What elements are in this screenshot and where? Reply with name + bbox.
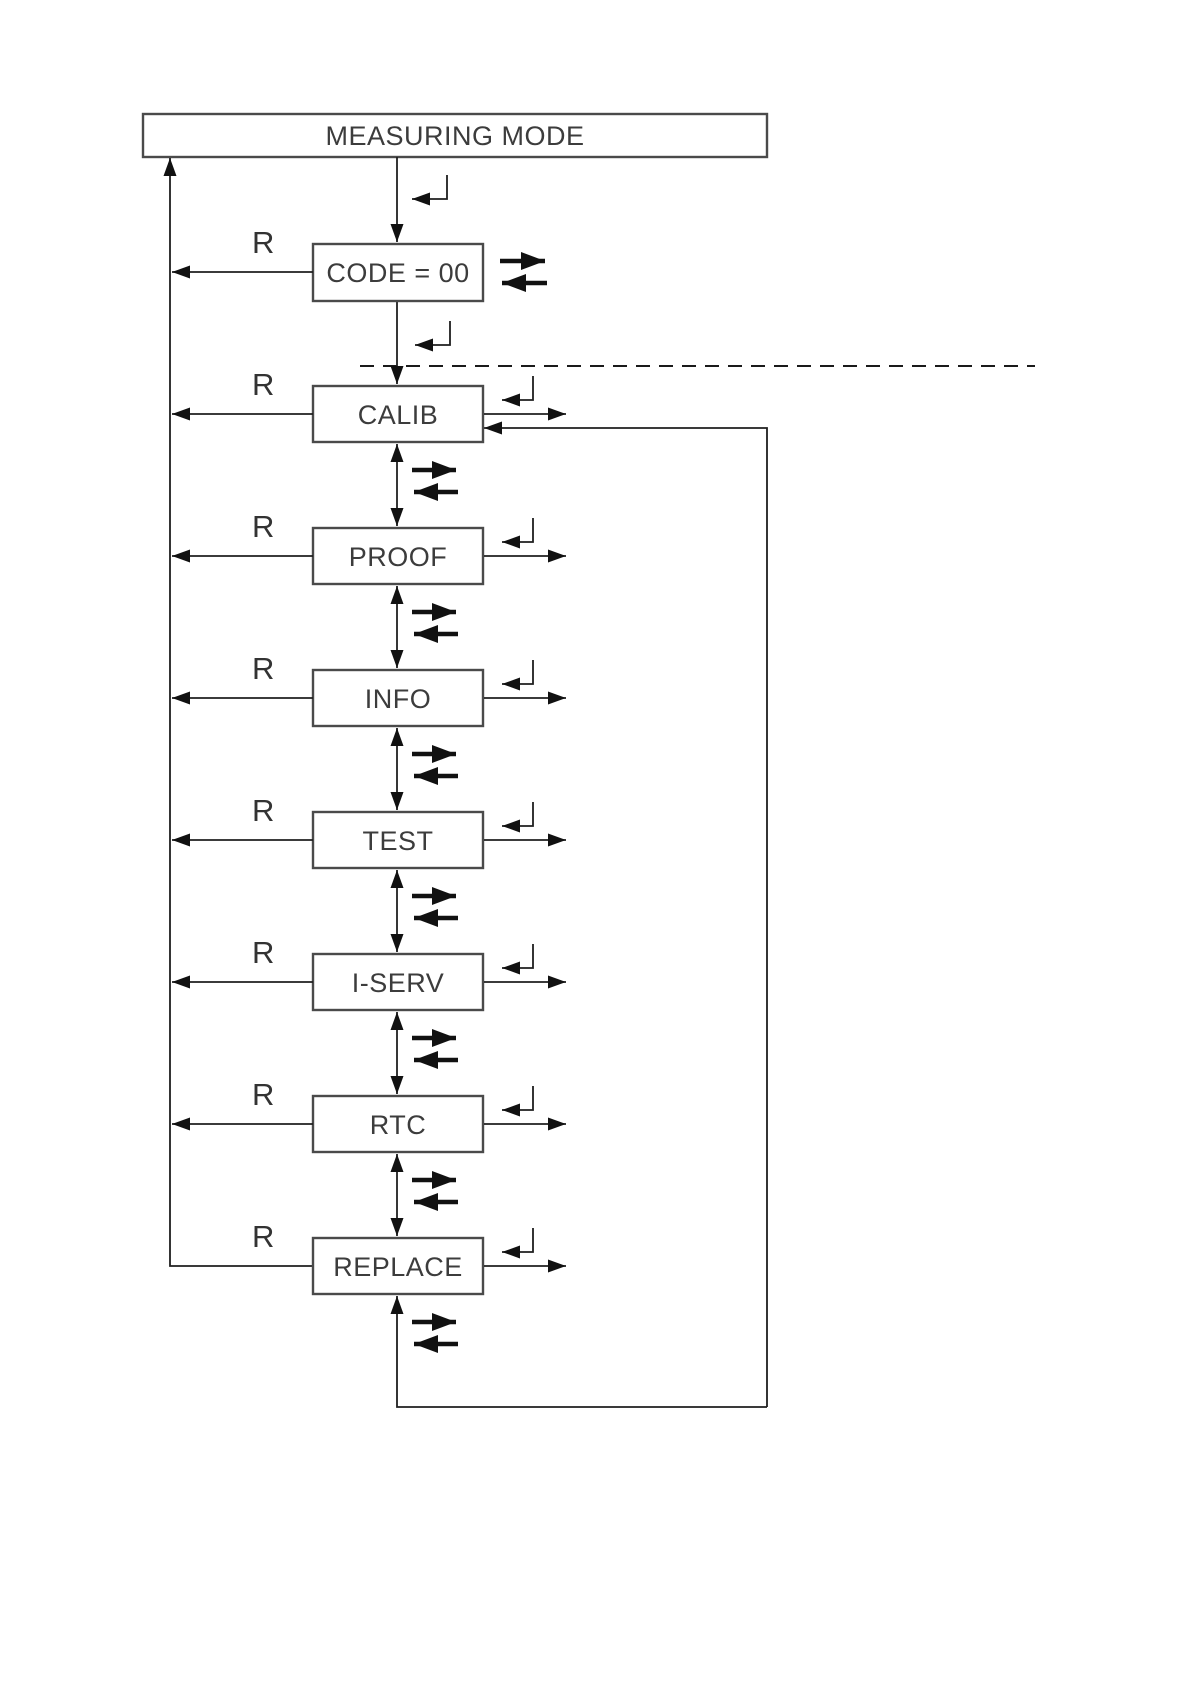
menu-label-info: INFO <box>365 684 432 714</box>
enter-key-icon <box>502 1086 534 1117</box>
wrap-loop-to-calib-line <box>484 421 768 1407</box>
menu-label-code: CODE = 00 <box>326 258 469 288</box>
enter-key-icon <box>502 376 534 407</box>
menu-box-info <box>311 668 485 728</box>
measuring-mode-label: MEASURING MODE <box>325 121 584 151</box>
reset-rail-line <box>163 158 313 1267</box>
enter-key-icon <box>502 518 534 549</box>
reset-key-label: R <box>252 793 274 828</box>
reset-key-label: R <box>252 225 274 260</box>
menu-label-rtc: RTC <box>370 1110 427 1140</box>
menu-label-calib: CALIB <box>358 400 439 430</box>
menu-label-proof: PROOF <box>349 542 448 572</box>
reset-key-label: R <box>252 367 274 402</box>
menu-box-replace <box>311 1236 485 1296</box>
measuring-mode-box <box>141 112 769 159</box>
reset-key-label: R <box>252 651 274 686</box>
reset-key-label: R <box>252 1077 274 1112</box>
menu-label-replace: REPLACE <box>333 1252 463 1282</box>
menu-box-rtc <box>311 1094 485 1154</box>
reset-key-label: R <box>252 1219 274 1254</box>
menu-box-proof <box>311 526 485 586</box>
enter-key-icon <box>412 175 448 206</box>
enter-key-icon <box>502 660 534 691</box>
reset-key-label: R <box>252 935 274 970</box>
menu-box-iserv <box>311 952 485 1012</box>
menu-label-iserv: I-SERV <box>352 968 445 998</box>
enter-key-icon <box>502 802 534 833</box>
wrap-loop-to-replace-line <box>390 1296 767 1408</box>
menu-box-calib <box>311 384 485 444</box>
reset-key-label: R <box>252 509 274 544</box>
menu-label-test: TEST <box>362 826 433 856</box>
enter-key-icon <box>415 321 451 352</box>
enter-key-icon <box>502 1228 534 1259</box>
enter-key-icon <box>502 944 534 975</box>
